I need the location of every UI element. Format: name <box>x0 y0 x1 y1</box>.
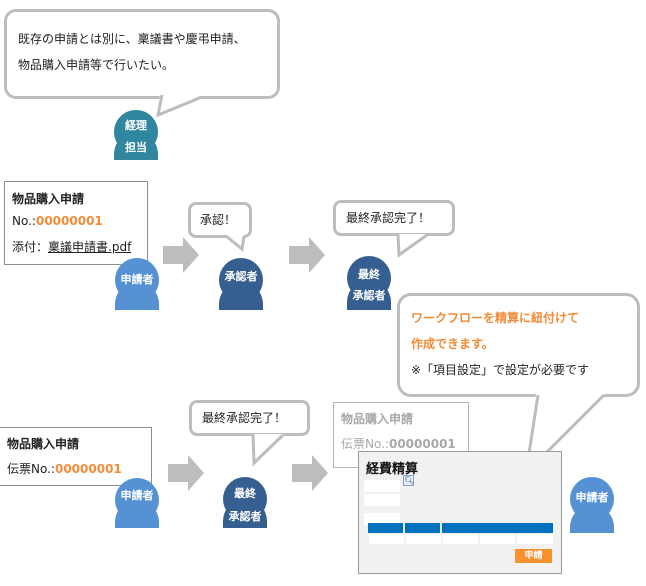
submit-button[interactable]: 申請 <box>515 549 552 563</box>
manager-label-line1: 経理 <box>125 119 147 132</box>
info-line1: ワークフローを精算に紐付けて <box>411 311 580 325</box>
top-bubble-line1: 既存の申請とは別に、稟議書や慶弔申請、 <box>18 32 246 46</box>
flow-arrow-icon <box>163 237 199 273</box>
magnifier-icon[interactable]: 🔍︎ <box>403 475 415 486</box>
table-header-cell <box>442 523 553 533</box>
applicant-person-icon: 申請者 <box>115 258 159 310</box>
table-cell <box>517 534 553 544</box>
applicant3-label: 申請者 <box>575 491 609 504</box>
flow-arrow-icon <box>168 455 204 491</box>
card2-no-value: 00000001 <box>54 462 122 476</box>
approver-label: 承認者 <box>224 270 258 283</box>
card-title: 物品購入申請 <box>12 192 85 206</box>
expense-settlement-form: 経費精算 🔍︎ 申請 <box>358 451 562 574</box>
expense-field-3[interactable] <box>364 513 400 525</box>
expense-field-2[interactable] <box>364 494 400 506</box>
final-approver-label-line2: 承認者 <box>352 289 386 302</box>
applicant-label: 申請者 <box>120 273 154 286</box>
flow-arrow-icon <box>292 455 328 491</box>
approver-bubble-tail <box>225 234 246 252</box>
info-line2: 作成できます。 <box>411 337 494 351</box>
final-approver2-label-line2: 承認者 <box>228 510 262 523</box>
card-no-label: No.: <box>12 214 36 228</box>
final-approval-bubble-2-text: 最終承認完了！ <box>202 411 287 425</box>
table-header-cell <box>405 523 440 533</box>
expense-form-title: 経費精算 <box>366 462 419 477</box>
table-cell <box>480 534 515 544</box>
ghost-card-no-label: 伝票No.: <box>341 437 389 451</box>
final-approval-bubble-text: 最終承認完了！ <box>346 211 431 225</box>
applicant-person-icon-3: 申請者 <box>570 477 614 533</box>
expense-field-1[interactable] <box>364 480 400 492</box>
purchase-request-card-2: 物品購入申請 伝票No.:00000001 <box>0 427 152 486</box>
applicant2-label: 申請者 <box>120 489 154 502</box>
card-attach-label: 添付： <box>12 240 49 254</box>
applicant-person-icon-2: 申請者 <box>115 478 159 528</box>
manager-label-line2: 担当 <box>125 141 147 154</box>
attachment-link[interactable]: 稟議申請書.pdf <box>48 240 132 254</box>
approver-person-icon: 承認者 <box>219 258 263 310</box>
final-approver-label-line1: 最終 <box>358 268 380 281</box>
ghost-card-no-value: 00000001 <box>388 437 456 451</box>
final-approval-bubble-tail <box>396 233 428 258</box>
final-approver2-label-line1: 最終 <box>234 487 256 500</box>
manager-person-icon: 経理 担当 <box>114 110 158 160</box>
flow-arrow-icon <box>289 237 325 273</box>
final-approval-bubble-2: 最終承認完了！ <box>189 400 310 436</box>
card2-no-label: 伝票No.: <box>7 462 55 476</box>
card-no-value: 00000001 <box>35 214 103 228</box>
ghost-card-title: 物品購入申請 <box>341 412 414 426</box>
info-speech-bubble: ワークフローを精算に紐付けて 作成できます。 ※「項目設定」で設定が必要です <box>397 293 640 397</box>
approver-speech-bubble: 承認！ <box>188 202 252 238</box>
table-cell <box>406 534 441 544</box>
top-speech-bubble: 既存の申請とは別に、稟議書や慶弔申請、 物品購入申請等で行いたい。 <box>4 9 280 99</box>
table-cell <box>443 534 478 544</box>
approver-bubble-text: 承認！ <box>200 213 237 227</box>
final-approver-person-icon: 最終 承認者 <box>347 256 391 310</box>
final-approval-bubble-2-tail <box>251 433 285 467</box>
final-approval-bubble: 最終承認完了！ <box>333 200 455 236</box>
top-bubble-tail <box>155 94 203 118</box>
table-header-cell <box>368 523 403 533</box>
card2-title: 物品購入申請 <box>7 437 80 451</box>
final-approver-person-icon-2: 最終 承認者 <box>223 477 267 528</box>
top-bubble-line2: 物品購入申請等で行いたい。 <box>18 58 175 72</box>
table-cell <box>369 534 404 544</box>
purchase-request-card: 物品購入申請 No.:00000001 添付：稟議申請書.pdf <box>4 181 148 265</box>
info-note: ※「項目設定」で設定が必要です <box>411 363 590 377</box>
